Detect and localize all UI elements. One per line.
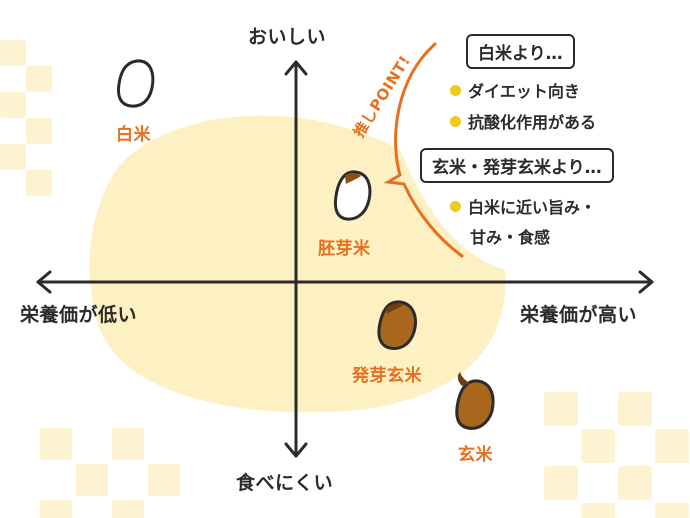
benefit-item-2: 抗酸化作用がある (450, 109, 596, 133)
axis-label-top: おいしい (248, 26, 327, 48)
checker-pattern-top-left (0, 40, 52, 196)
germinated-brown-rice-grain-icon (377, 300, 417, 350)
bullet-icon (450, 85, 461, 96)
germinated-sprout-icon (386, 303, 404, 314)
comparison-box-vs-brown-rice: 玄米・発芽玄米より… (420, 148, 614, 183)
benefit-item-3-text: 白米に近い旨み・ (468, 198, 597, 217)
benefit-item-2-text: 抗酸化作用がある (468, 113, 597, 132)
rice-label-germ: 胚芽米 (318, 239, 371, 259)
axis-label-right: 栄養価が高い (520, 304, 638, 326)
germ-spot-icon (345, 173, 361, 184)
brown-rice-sprout-icon (457, 372, 470, 386)
axis-label-bottom: 食べにくい (236, 472, 334, 494)
benefit-item-3-continued: 甘み・食感 (470, 228, 551, 247)
comparison-box-vs-white-rice: 白米より… (466, 34, 575, 69)
germ-rice-grain-icon (333, 170, 372, 221)
axis-label-left: 栄養価が低い (20, 304, 138, 326)
checker-pattern-bottom-right (544, 392, 689, 518)
white-rice-grain-icon (117, 59, 155, 108)
bullet-icon (450, 116, 461, 127)
horizontal-axis (36, 270, 654, 294)
rice-label-germinated-brown: 発芽玄米 (352, 366, 422, 386)
benefit-item-3: 白米に近い旨み・ (450, 194, 596, 218)
benefit-item-1: ダイエット向き (450, 78, 580, 102)
callout-arc (383, 42, 464, 258)
rice-label-white: 白米 (116, 125, 151, 145)
checker-pattern-bottom-left (40, 428, 180, 518)
rice-label-brown: 玄米 (458, 445, 493, 465)
vertical-axis (284, 60, 308, 458)
benefit-item-1-text: ダイエット向き (468, 82, 580, 101)
brown-rice-grain-icon (455, 379, 495, 430)
bullet-icon (450, 201, 461, 212)
